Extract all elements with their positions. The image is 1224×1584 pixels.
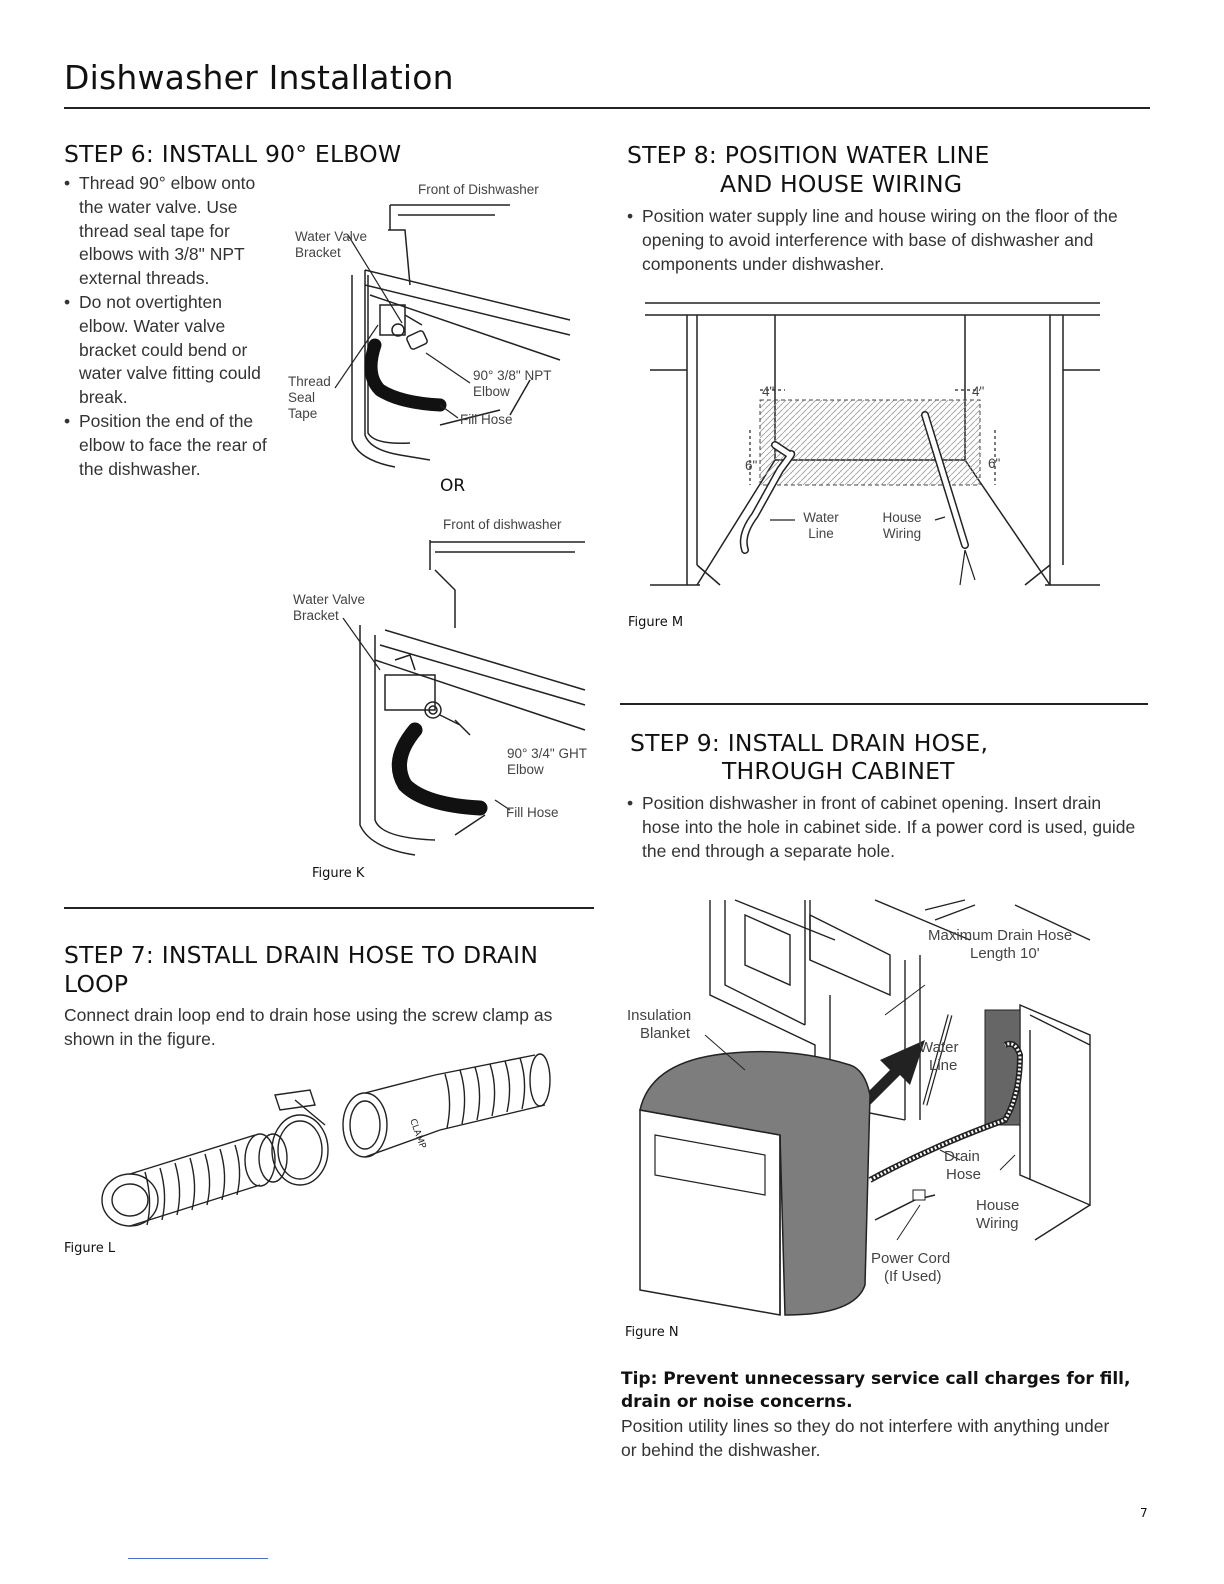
step9-bullet-1: Position dishwasher in front of cabinet … <box>627 792 1142 863</box>
step9-bullets: Position dishwasher in front of cabinet … <box>627 792 1142 863</box>
step8-bullet-1: Position water supply line and house wir… <box>627 205 1137 276</box>
fig-k-bracket-label: Water Valve Bracket <box>295 229 368 260</box>
figure-l-caption: Figure L <box>64 1241 116 1256</box>
fig-m-dim-6-left: 6" <box>745 458 758 473</box>
step6-bullet-3: Position the end of the elbow to face th… <box>64 410 274 481</box>
fig-k2-bracket-label: Water Valve Bracket <box>293 592 366 623</box>
clamp-brand-mark: CLAMP <box>407 1118 427 1151</box>
fig-n-insulation-label-2: Blanket <box>640 1025 691 1042</box>
tip-text: Position utility lines so they do not in… <box>621 1416 1110 1460</box>
step6-heading: STEP 6: INSTALL 90° ELBOW <box>64 140 402 168</box>
fig-n-power-label-2: (If Used) <box>884 1268 942 1285</box>
figure-n-caption: Figure N <box>625 1325 679 1340</box>
fig-k-tape-label: Thread Seal Tape <box>288 374 331 421</box>
fig-n-max-label-2: Length 10' <box>970 945 1040 962</box>
tip-heading: Tip: Prevent unnecessary service call ch… <box>621 1369 1131 1412</box>
fig-n-drain-label-1: Drain <box>944 1148 980 1165</box>
figure-k-top-illustration <box>334 204 571 468</box>
page-title: Dishwasher Installation <box>64 58 454 97</box>
step6-bullets: Thread 90° elbow onto the water valve. U… <box>64 172 274 481</box>
fig-n-power-label-1: Power Cord <box>871 1250 951 1267</box>
footer-link-line <box>128 1558 268 1559</box>
step8-bullets: Position water supply line and house wir… <box>627 205 1137 276</box>
figure-n-illustration <box>639 899 1091 1316</box>
figure-k-bottom-illustration <box>342 540 586 856</box>
step9-heading-line1: STEP 9: INSTALL DRAIN HOSE, <box>630 729 989 757</box>
fig-k2-hose-label: Fill Hose <box>506 805 559 820</box>
step6-bullet-1: Thread 90° elbow onto the water valve. U… <box>64 172 274 291</box>
fig-m-dim-6-right: 6" <box>988 456 1001 471</box>
fig-m-dim-4-left: 4" <box>762 384 775 399</box>
or-label: OR <box>440 476 466 496</box>
fig-n-insulation-label-1: Insulation <box>627 1007 692 1024</box>
step8-heading-line1: STEP 8: POSITION WATER LINE <box>627 141 990 169</box>
header-rule <box>64 107 1150 109</box>
step8-heading-line2: AND HOUSE WIRING <box>720 170 963 198</box>
fig-n-water-label-2: Line <box>929 1057 958 1074</box>
fig-n-drain-label-2: Hose <box>946 1166 982 1183</box>
fig-m-water-label: Water Line <box>803 510 839 541</box>
fig-n-house-label-1: House <box>976 1197 1020 1214</box>
step7-text: Connect drain loop end to drain hose usi… <box>64 1005 553 1049</box>
fig-k-front-label: Front of Dishwasher <box>418 182 539 197</box>
fig-n-max-label-1: Maximum Drain Hose <box>928 927 1073 944</box>
fig-m-house-label: House Wiring <box>882 510 922 541</box>
fig-m-dim-4-right: 4" <box>972 384 985 399</box>
fig-k2-front-label: Front of dishwasher <box>443 517 562 532</box>
fig-k-hose-label: Fill Hose <box>460 412 513 427</box>
step6-bullet-2: Do not overtighten elbow. Water valve br… <box>64 291 274 410</box>
fig-n-water-label-1: Water <box>919 1039 959 1056</box>
page-number: 7 <box>1140 1506 1148 1520</box>
figure-l-illustration: CLAMP <box>101 1053 551 1227</box>
figure-m-caption: Figure M <box>628 615 684 630</box>
step6-divider <box>64 907 594 909</box>
fig-k-elbow-label: 90° 3/8" NPT Elbow <box>473 368 552 399</box>
step9-heading-line2: THROUGH CABINET <box>722 757 955 785</box>
fig-n-house-label-2: Wiring <box>976 1215 1019 1232</box>
step8-divider <box>620 703 1148 705</box>
figure-k-caption: Figure K <box>312 866 365 881</box>
figure-m-illustration <box>645 302 1100 586</box>
step7-heading: STEP 7: INSTALL DRAIN HOSE TO DRAIN LOOP <box>64 941 539 998</box>
fig-k2-elbow-label: 90° 3/4" GHT Elbow <box>507 746 587 777</box>
